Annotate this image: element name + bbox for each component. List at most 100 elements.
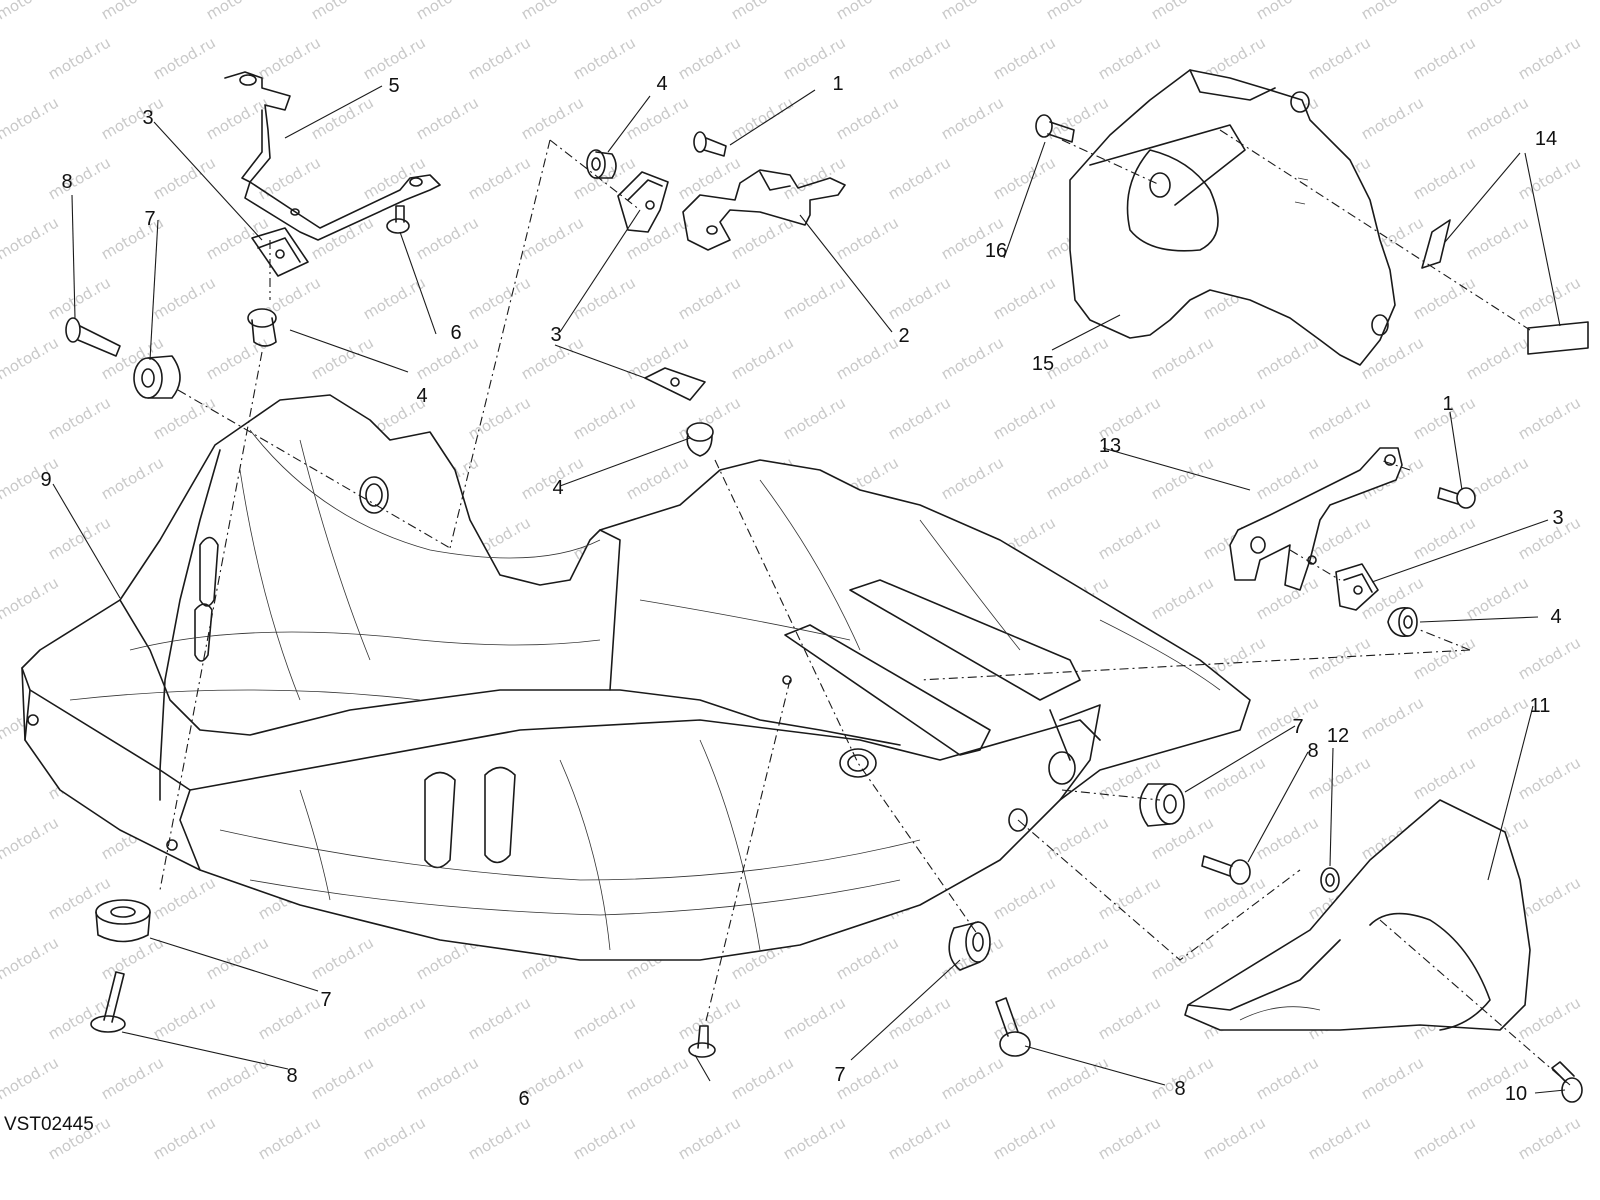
watermark-text: motod.ru [0, 573, 62, 623]
watermark-text: motod.ru [150, 993, 219, 1043]
callout-3: 3 [142, 107, 153, 129]
watermark-text: motod.ru [1095, 993, 1164, 1043]
watermark-text: motod.ru [1410, 1113, 1479, 1163]
watermark-text: motod.ru [150, 33, 219, 83]
watermark-text: motod.ru [203, 1053, 272, 1103]
callout-1: 1 [1442, 393, 1453, 415]
callout-3: 3 [550, 324, 561, 346]
watermark-text: motod.ru [0, 93, 62, 143]
watermark-text: motod.ru [1515, 393, 1584, 443]
heat-shield-part-15 [1069, 69, 1396, 366]
watermark-text: motod.ru [728, 213, 797, 263]
watermark-text: motod.ru [1515, 1113, 1584, 1163]
bolt-part-1-b [1437, 487, 1476, 509]
watermark-text: motod.ru [1515, 513, 1584, 563]
clip-nut-part-3-b [617, 171, 669, 233]
callout-7: 7 [144, 208, 155, 230]
watermark-text: motod.ru [1410, 633, 1479, 683]
watermark-text: motod.ru [98, 453, 167, 503]
watermark-text: motod.ru [885, 153, 954, 203]
watermark-text: motod.ru [98, 0, 167, 23]
callout-5: 5 [388, 75, 399, 97]
grommet-part-7-b [95, 899, 151, 943]
watermark-text: motod.ru [413, 93, 482, 143]
watermark-text: motod.ru [675, 993, 744, 1043]
watermark-text: motod.ru [728, 1053, 797, 1103]
callout-14: 14 [1535, 128, 1557, 150]
watermark-text: motod.ru [1200, 753, 1269, 803]
belly-pan-part-9 [21, 394, 1251, 961]
watermark-text: motod.ru [0, 213, 62, 263]
watermark-text: motod.ru [413, 213, 482, 263]
callout-9: 9 [40, 469, 51, 491]
callout-7: 7 [834, 1064, 845, 1086]
watermark-text: motod.ru [1463, 693, 1532, 743]
watermark-text: motod.ru [780, 153, 849, 203]
bracket-part-5 [224, 71, 441, 241]
watermark-text: motod.ru [1463, 93, 1532, 143]
grommet-part-7-d [1139, 783, 1185, 827]
watermark-text: motod.ru [1463, 213, 1532, 263]
callout-4: 4 [552, 477, 563, 499]
watermark-text: motod.ru [623, 453, 692, 503]
watermark-text: motod.ru [885, 1113, 954, 1163]
callout-7: 7 [320, 989, 331, 1011]
watermark-text: motod.ru [150, 393, 219, 443]
watermark-text: motod.ru [1515, 33, 1584, 83]
watermark-text: motod.ru [0, 333, 62, 383]
watermark-text: motod.ru [1043, 0, 1112, 23]
watermark-text: motod.ru [780, 1113, 849, 1163]
callout-6: 6 [450, 322, 461, 344]
screw-part-6-b [688, 1025, 716, 1058]
watermark-text: motod.ru [1410, 33, 1479, 83]
watermark-text: motod.ru [1253, 333, 1322, 383]
callout-10: 10 [1505, 1083, 1527, 1105]
callout-4: 4 [1550, 606, 1561, 628]
watermark-text: motod.ru [203, 0, 272, 23]
watermark-text: motod.ru [1358, 0, 1427, 23]
clip-nut-part-3-a [251, 227, 309, 277]
watermark-text: motod.ru [308, 0, 377, 23]
watermark-text: motod.ru [1463, 573, 1532, 623]
watermark-text: motod.ru [1305, 33, 1374, 83]
bolt-part-8-b [90, 971, 126, 1033]
spacer-part-4-c [686, 422, 714, 457]
bolt-part-8-d [1201, 855, 1251, 885]
watermark-text: motod.ru [833, 0, 902, 23]
watermark-text: motod.ru [45, 33, 114, 83]
watermark-text: motod.ru [1200, 393, 1269, 443]
watermark-text: motod.ru [990, 273, 1059, 323]
watermark-text: motod.ru [938, 93, 1007, 143]
watermark-text: motod.ru [1148, 573, 1217, 623]
watermark-text: motod.ru [518, 0, 587, 23]
watermark-text: motod.ru [1253, 0, 1322, 23]
watermark-text: motod.ru [1043, 933, 1112, 983]
watermark-text: motod.ru [1148, 813, 1217, 863]
watermark-text: motod.ru [570, 1113, 639, 1163]
callout-15: 15 [1032, 353, 1054, 375]
watermark-text: motod.ru [1043, 453, 1112, 503]
watermark-text: motod.ru [1043, 813, 1112, 863]
watermark-text: motod.ru [1253, 1053, 1322, 1103]
watermark-text: motod.ru [938, 453, 1007, 503]
watermark-text: motod.ru [885, 993, 954, 1043]
cover-part-11 [1184, 799, 1531, 1031]
watermark-text: motod.ru [1148, 333, 1217, 383]
watermark-text: motod.ru [675, 33, 744, 83]
assembly-lines [159, 129, 1571, 1086]
watermark-text: motod.ru [413, 333, 482, 383]
watermark-text: motod.ru [1410, 153, 1479, 203]
clip-nut-part-3-d [1335, 563, 1379, 611]
watermark-text: motod.ru [45, 153, 114, 203]
watermark-text: motod.ru [1253, 693, 1322, 743]
watermark-text: motod.ru [885, 33, 954, 83]
watermark-text: motod.ru [1410, 273, 1479, 323]
watermark-text: motod.ru [1095, 33, 1164, 83]
watermark-text: motod.ru [990, 1113, 1059, 1163]
watermark-text: motod.ru [1463, 333, 1532, 383]
callout-12: 12 [1327, 725, 1349, 747]
watermark-text: motod.ru [413, 1053, 482, 1103]
watermark-text: motod.ru [1515, 153, 1584, 203]
clip-nut-part-3-c [644, 367, 706, 401]
